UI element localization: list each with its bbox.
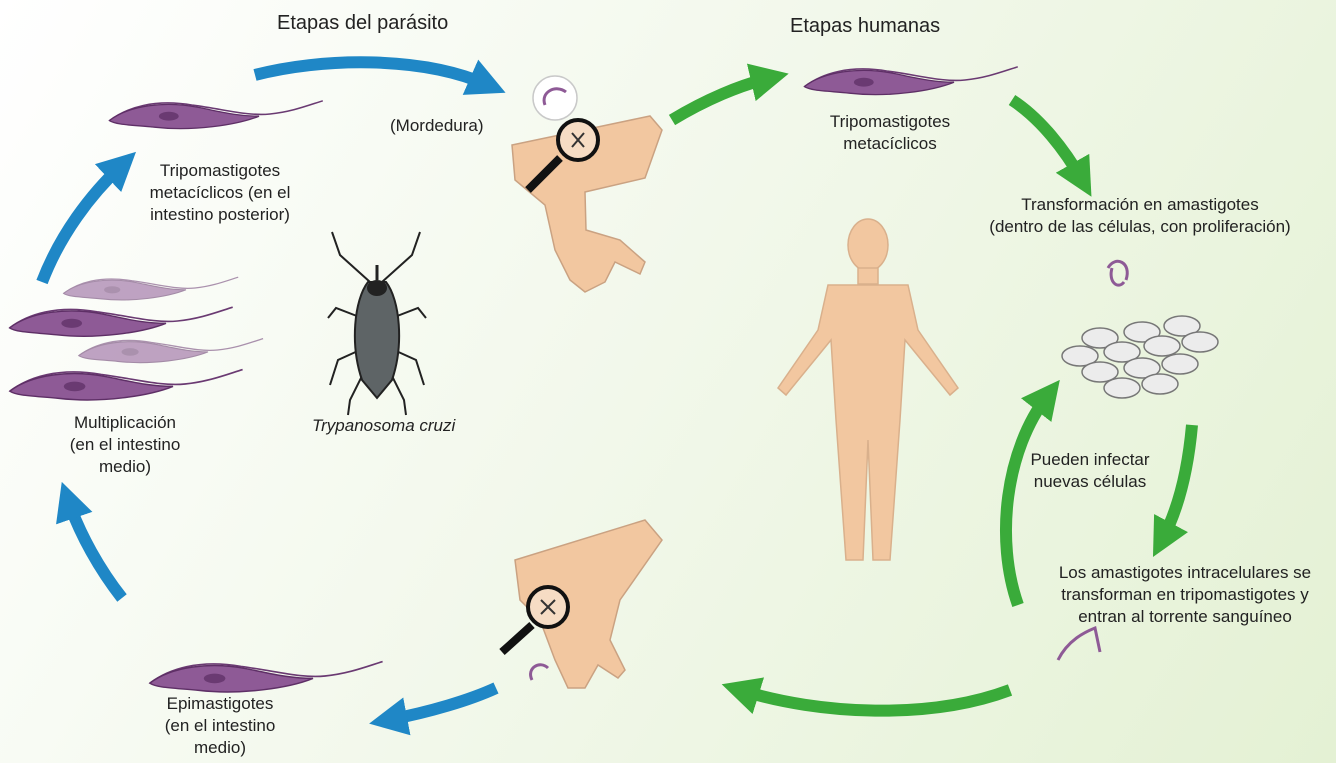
label-amastigote-transformation: Transformación en amastigotes(dentro de … — [950, 194, 1330, 238]
arm-bite-illustration — [512, 76, 662, 292]
arrow-bloodstream-to-bite — [740, 690, 1010, 711]
human-body-illustration — [778, 219, 958, 560]
label-species: Trypanosoma cruzi — [312, 415, 455, 437]
multiplication-illustration — [10, 277, 264, 400]
kissing-bug-icon — [328, 232, 426, 415]
arrow-bite-to-epimastigote — [388, 688, 496, 720]
label-bite: (Mordedura) — [390, 115, 484, 137]
arrow-epimastigote-to-multiplication — [68, 500, 122, 598]
arrow-bite-to-tripomastigote-human — [672, 78, 770, 120]
arrow-amastigote-to-bloodstream — [1162, 425, 1192, 540]
epimastigote-illustration — [150, 662, 383, 692]
arrow-tripomastigote-to-amastigote — [1012, 100, 1082, 180]
header-parasite-stages: Etapas del parásito — [277, 12, 448, 35]
tripomastigote-hindgut-illustration — [109, 101, 322, 129]
arm-feeding-illustration — [502, 520, 662, 688]
tripomastigote-human-illustration — [804, 67, 1017, 95]
arrow-multiplication-to-tripomastigote — [42, 165, 122, 282]
header-human-stages: Etapas humanas — [790, 15, 940, 38]
arrow-tripomastigote-to-bite — [255, 62, 488, 85]
